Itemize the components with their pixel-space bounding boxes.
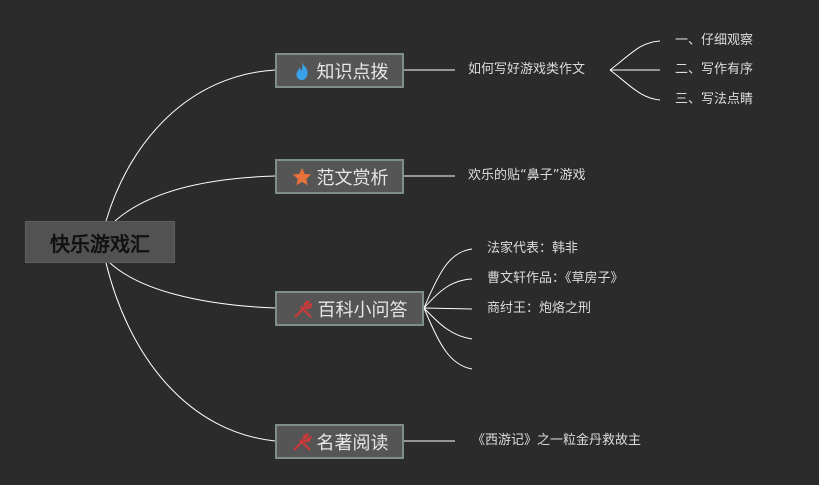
- connector-root-branch1: [105, 69, 276, 222]
- connector-child1-gc1: [609, 40, 661, 71]
- branch-classics-reading-label: 名著阅读: [316, 432, 389, 454]
- leaf-journey-west[interactable]: 《西游记》之一粒金丹救故主: [472, 433, 642, 448]
- connector-branch3-c5: [423, 307, 473, 370]
- tools-icon: [291, 431, 313, 453]
- connector-root-branch3: [109, 262, 276, 309]
- leaf-how-to-write[interactable]: 如何写好游戏类作文: [468, 62, 586, 77]
- leaf-order[interactable]: 二、写作有序: [675, 62, 754, 77]
- connector-branch3-c4: [423, 307, 473, 340]
- connector-branch3-c1: [423, 248, 473, 309]
- connector-branch3-c2: [423, 278, 473, 309]
- leaf-han-fei[interactable]: 法家代表：韩非: [487, 241, 579, 256]
- star-icon: [291, 166, 313, 188]
- branch-model-essay[interactable]: 范文赏析: [275, 159, 404, 194]
- branch-knowledge[interactable]: 知识点拨: [275, 53, 404, 88]
- branch-encyclopedia-qa[interactable]: 百科小问答: [275, 291, 424, 326]
- root-node[interactable]: 快乐游戏汇: [25, 221, 175, 263]
- leaf-straw-house[interactable]: 曹文轩作品：《草房子》: [487, 271, 624, 286]
- leaf-nose-game[interactable]: 欢乐的贴“鼻子”游戏: [468, 168, 586, 183]
- branch-knowledge-label: 知识点拨: [316, 61, 389, 83]
- connector-branch3-c3: [423, 307, 473, 310]
- branch-model-essay-label: 范文赏析: [316, 167, 389, 189]
- root-label: 快乐游戏汇: [50, 231, 150, 256]
- fire-icon: [291, 60, 313, 82]
- branch-classics-reading[interactable]: 名著阅读: [275, 424, 404, 459]
- leaf-finishing[interactable]: 三、写法点睛: [675, 92, 754, 107]
- connector-root-branch2: [114, 175, 276, 222]
- tools-icon: [292, 298, 314, 320]
- connector-root-branch4: [105, 262, 276, 442]
- leaf-observe[interactable]: 一、仔细观察: [675, 33, 754, 48]
- branch-encyclopedia-qa-label: 百科小问答: [317, 299, 408, 321]
- leaf-king-zhou[interactable]: 商纣王：炮烙之刑: [487, 301, 592, 316]
- connector-child1-gc3: [609, 69, 661, 101]
